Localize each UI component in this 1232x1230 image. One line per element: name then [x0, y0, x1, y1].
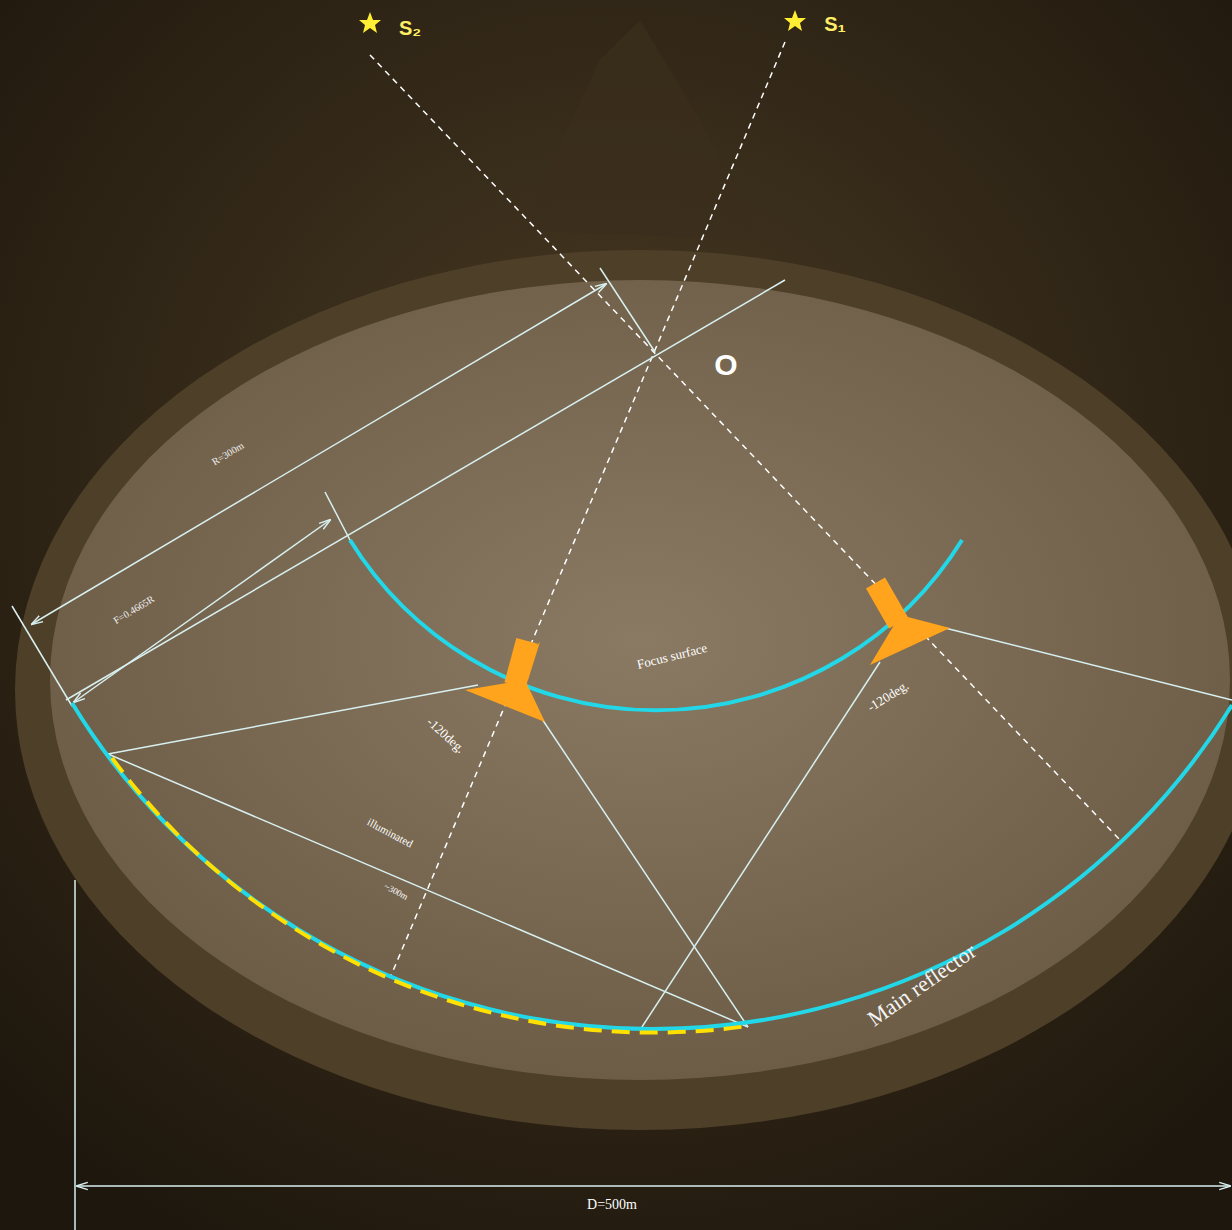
star-label: S₂	[399, 18, 421, 38]
center-label: O	[714, 350, 737, 380]
star-label: S₁	[824, 14, 846, 34]
dimension-label: D=500m	[587, 1198, 637, 1212]
